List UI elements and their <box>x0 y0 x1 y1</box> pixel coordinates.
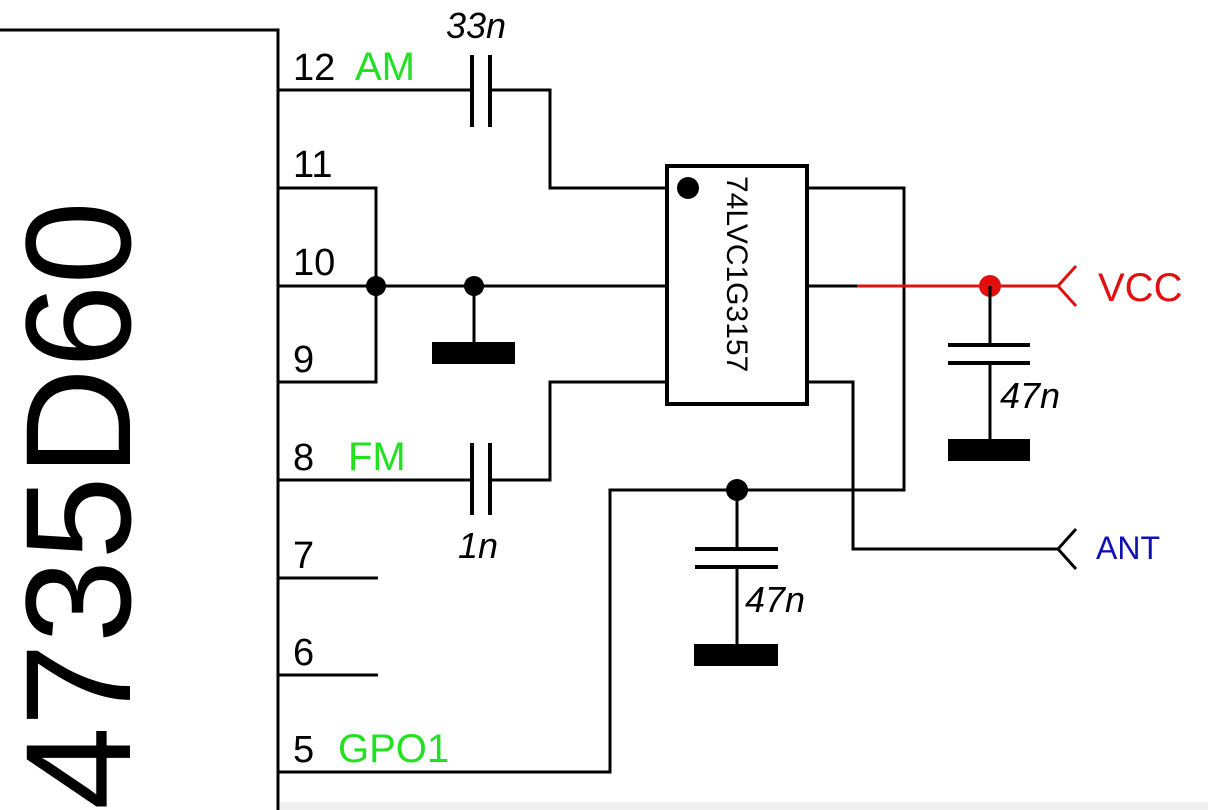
main-ic-outline <box>0 28 280 810</box>
pin-number-6: 6 <box>293 632 314 674</box>
pin1-marker <box>677 177 699 199</box>
junction-dot <box>366 276 386 296</box>
pin-9: 9 <box>293 339 314 381</box>
wire-am-right <box>490 88 668 190</box>
pin-8: 8 FM <box>293 435 406 479</box>
cap-1n-value: 1n <box>458 525 498 566</box>
ant-port-arrow <box>1055 527 1078 571</box>
signal-label-gpo1: GPO1 <box>338 727 449 771</box>
am-net: 33n <box>278 5 668 190</box>
switch-ic-body <box>665 164 809 406</box>
select-net: 47n <box>278 186 906 774</box>
pin-11: 11 <box>293 144 332 186</box>
signal-label-am: AM <box>355 45 415 89</box>
vcc-net: VCC 47n <box>807 264 1182 461</box>
pin-number-10: 10 <box>293 242 335 284</box>
ant-port-label: ANT <box>1096 530 1160 566</box>
vcc-port-arrow <box>1055 264 1078 308</box>
cap-gpo-value: 47n <box>745 579 805 620</box>
pin-number-12: 12 <box>293 47 335 89</box>
pin-12: 12 AM <box>293 45 415 89</box>
wire-select-gpo1 <box>278 186 906 774</box>
pin-10: 10 <box>293 242 335 284</box>
ground-symbol <box>694 644 778 666</box>
cap-vcc-value: 47n <box>1000 375 1060 416</box>
bottom-edge-strip <box>280 802 1208 810</box>
gnd-net <box>278 186 668 384</box>
vcc-port-label: VCC <box>1098 266 1182 310</box>
pin-7: 7 <box>278 535 378 580</box>
pin-number-8: 8 <box>293 437 314 479</box>
pin-5: 5 GPO1 <box>293 727 449 771</box>
switch-ic: 74LVC1G3157 <box>665 164 809 406</box>
signal-label-fm: FM <box>348 435 406 479</box>
ant-net: ANT <box>807 380 1160 571</box>
pin-number-7: 7 <box>293 535 314 577</box>
main-ic-part-label: 4735D60 <box>0 201 162 810</box>
ground-symbol <box>948 439 1030 461</box>
pin-number-11: 11 <box>293 144 332 186</box>
pin-6: 6 <box>278 632 378 677</box>
pin-number-5: 5 <box>293 729 314 771</box>
switch-ic-part-label: 74LVC1G3157 <box>720 176 753 372</box>
fm-net: 1n <box>278 380 668 566</box>
ground-symbol <box>432 342 515 364</box>
cap-33n-value: 33n <box>446 5 506 46</box>
main-ic: 4735D60 <box>0 28 280 810</box>
wire-fm-right <box>490 380 668 482</box>
wire-ant <box>807 380 1058 551</box>
pin-number-9: 9 <box>293 339 314 381</box>
